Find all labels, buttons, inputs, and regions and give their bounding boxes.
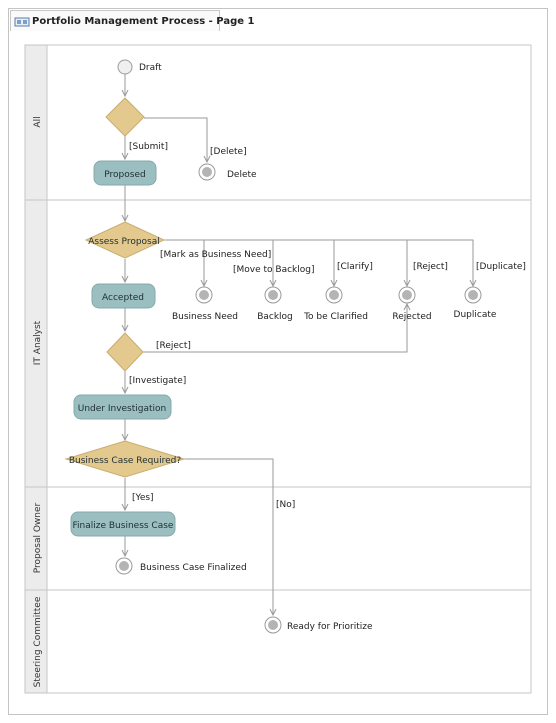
delete-end-label: Delete xyxy=(227,170,257,180)
edge-delete xyxy=(144,117,207,162)
assess-proposal-label: Assess Proposal xyxy=(88,237,160,247)
clarify-label: [Clarify] xyxy=(337,262,373,272)
move-to-backlog-label: [Move to Backlog] xyxy=(233,265,314,275)
end-node-backlog[interactable] xyxy=(264,286,282,304)
activity-proposed[interactable] xyxy=(93,160,157,186)
activity-accepted[interactable] xyxy=(91,283,156,309)
decision-business-case-required[interactable] xyxy=(64,440,186,478)
business-case-required-label: Business Case Required? xyxy=(69,456,181,466)
mark-as-business-need-label: [Mark as Business Need] xyxy=(160,250,271,260)
no-label: [No] xyxy=(276,500,295,510)
start-node-draft[interactable] xyxy=(117,59,133,75)
duplicate-edge-label: [Duplicate] xyxy=(476,262,526,272)
end-node-delete[interactable] xyxy=(198,163,216,181)
ready-for-prioritize-label: Ready for Prioritize xyxy=(287,622,373,632)
to-be-clarified-label: To be Clarified xyxy=(303,312,368,322)
proposed-label: Proposed xyxy=(104,170,145,180)
accepted-label: Accepted xyxy=(102,293,144,303)
business-case-finalized-label: Business Case Finalized xyxy=(140,563,247,573)
end-node-ready-for-prioritize[interactable] xyxy=(264,616,282,634)
end-node-to-be-clarified[interactable] xyxy=(325,286,343,304)
lane-label-steering-committee: Steering Committee xyxy=(33,596,43,687)
end-node-duplicate[interactable] xyxy=(464,286,482,304)
delete-edge-label: [Delete] xyxy=(210,147,247,157)
rejected-label: Rejected xyxy=(392,312,431,322)
edges xyxy=(125,74,473,615)
finalize-business-case-label: Finalize Business Case xyxy=(73,521,174,531)
lane-label-all: All xyxy=(33,116,43,127)
reject-accepted-label: [Reject] xyxy=(156,341,191,351)
end-node-rejected[interactable] xyxy=(398,286,416,304)
end-node-business-case-finalized[interactable] xyxy=(115,557,133,575)
backlog-label: Backlog xyxy=(257,312,293,322)
duplicate-label: Duplicate xyxy=(454,310,497,320)
end-node-business-need[interactable] xyxy=(195,286,213,304)
decision-investigate-or-reject[interactable] xyxy=(106,332,144,372)
business-need-label: Business Need xyxy=(172,312,238,322)
submit-edge-label: [Submit] xyxy=(129,142,168,152)
yes-label: [Yes] xyxy=(132,493,154,503)
reject-assess-label: [Reject] xyxy=(413,262,448,272)
edge-reject-accepted xyxy=(143,304,407,353)
investigate-label: [Investigate] xyxy=(129,376,186,386)
under-investigation-label: Under Investigation xyxy=(78,404,167,414)
edge-business-need xyxy=(158,239,204,286)
draft-label: Draft xyxy=(139,63,162,73)
edge-clarify xyxy=(273,239,334,286)
diagram-frame xyxy=(8,8,548,715)
page-tab[interactable]: Portfolio Management Process - Page 1 xyxy=(10,10,254,31)
edge-no xyxy=(184,458,273,615)
edge-backlog xyxy=(204,239,273,286)
activity-under-investigation[interactable] xyxy=(73,394,172,420)
lane-label-proposal-owner: Proposal Owner xyxy=(33,502,43,573)
page-title: Portfolio Management Process - Page 1 xyxy=(32,15,255,27)
decision-assess-proposal[interactable] xyxy=(84,221,166,259)
diagram-page-icon xyxy=(14,14,30,28)
swimlane-pool xyxy=(24,44,532,694)
edge-duplicate xyxy=(407,239,473,286)
lane-label-it-analyst: IT Analyst xyxy=(33,320,43,365)
activity-finalize-business-case[interactable] xyxy=(70,511,176,537)
decision-submit-or-delete[interactable] xyxy=(105,97,145,137)
